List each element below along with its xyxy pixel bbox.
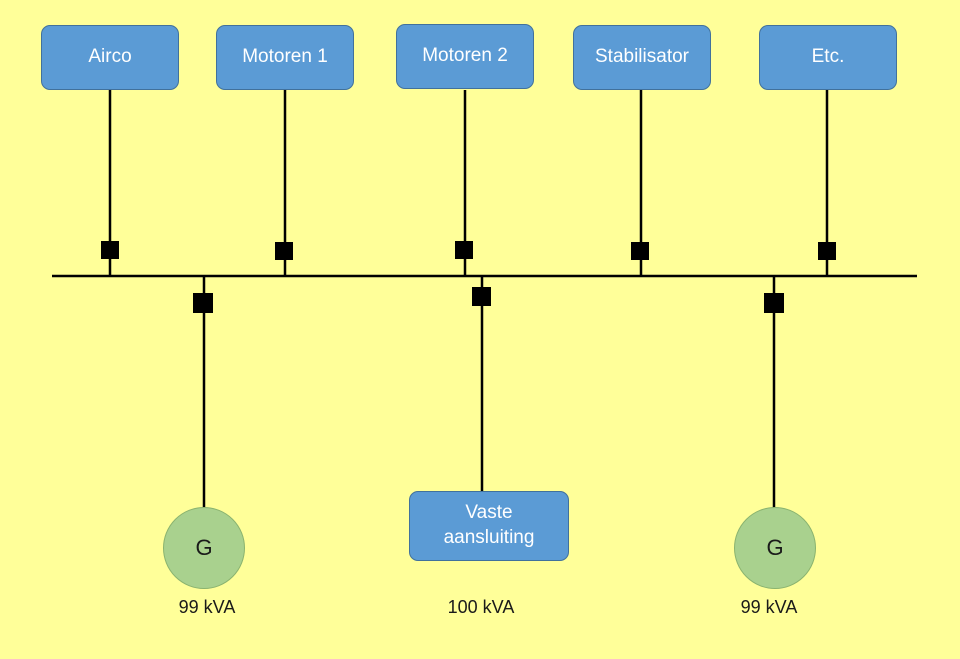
breaker-motoren-2 <box>455 241 473 259</box>
generator-1-rating: 99 kVA <box>178 597 236 617</box>
breaker-motoren-1 <box>275 242 293 260</box>
generator-1-symbol: G <box>163 507 245 589</box>
load-box-airco: Airco <box>41 25 179 90</box>
breaker-stabilisator <box>631 242 649 260</box>
breaker-generator-1 <box>193 293 213 313</box>
shore-connection-box: Vaste aansluiting <box>409 491 569 561</box>
load-box-etc: Etc. <box>759 25 897 90</box>
generator-2-symbol: G <box>734 507 816 589</box>
breaker-shore <box>472 287 491 306</box>
load-box-stabilisator: Stabilisator <box>573 25 711 90</box>
shore-connection-rating: 100 kVA <box>447 597 515 617</box>
breaker-generator-2 <box>764 293 784 313</box>
generator-2-rating: 99 kVA <box>740 597 798 617</box>
breaker-etc <box>818 242 836 260</box>
load-box-motoren-2: Motoren 2 <box>396 24 534 89</box>
breaker-airco <box>101 241 119 259</box>
load-box-motoren-1: Motoren 1 <box>216 25 354 90</box>
